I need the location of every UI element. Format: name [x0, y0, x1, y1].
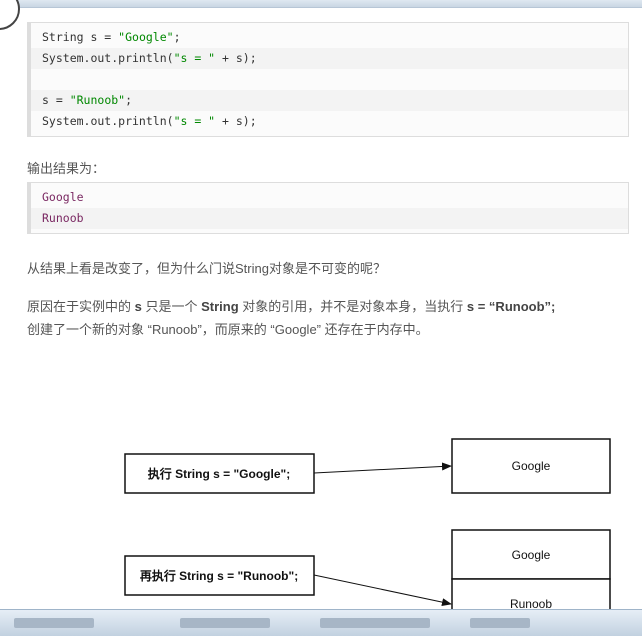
statement-box-google: [124, 453, 315, 494]
code-line: System.out.println("s = " + s);: [31, 48, 628, 69]
code-block-source: String s = "Google"; System.out.println(…: [27, 22, 629, 137]
output-line: Runoob: [31, 208, 628, 229]
object-box-google-label: Google: [512, 459, 551, 473]
object-box-google-2-label: Google: [512, 548, 551, 562]
taskbar: [0, 609, 642, 636]
taskbar-item[interactable]: [320, 618, 430, 628]
code-line: System.out.println("s = " + s);: [42, 114, 257, 128]
window-top-bar: [0, 0, 642, 8]
reference-arrow-runoob: [313, 574, 452, 607]
reference-arrow-google: [313, 462, 452, 474]
explanation-line-1: 原因在于实例中的 s 只是一个 String 对象的引用，并不是对象本身，当执行…: [27, 299, 556, 314]
taskbar-item[interactable]: [180, 618, 270, 628]
explanation-line-2: 创建了一个新的对象 “Runoob”，而原来的 “Google” 还存在于内存中…: [27, 322, 429, 337]
statement-box-google-label: 执行 String s = "Google";: [148, 466, 290, 481]
memory-diagram: 执行 String s = "Google"; Google 再执行 Strin…: [124, 438, 611, 609]
output-line: Google: [42, 190, 84, 204]
taskbar-item[interactable]: [470, 618, 530, 628]
statement-box-runoob-label: 再执行 String s = "Runoob";: [140, 568, 298, 583]
code-line: String s = "Google";: [42, 30, 181, 44]
object-box-runoob: [451, 578, 611, 609]
code-block-output: Google Runoob: [27, 182, 629, 234]
object-box-google-2: [451, 529, 611, 580]
question-paragraph: 从结果上看是改变了，但为什么门说String对象是不可变的呢？: [27, 261, 386, 276]
code-line: s = "Runoob";: [31, 90, 628, 111]
taskbar-item[interactable]: [14, 618, 94, 628]
object-box-google: [451, 438, 611, 494]
output-label: 输出结果为：: [27, 161, 106, 176]
object-box-runoob-label: Runoob: [510, 597, 552, 609]
